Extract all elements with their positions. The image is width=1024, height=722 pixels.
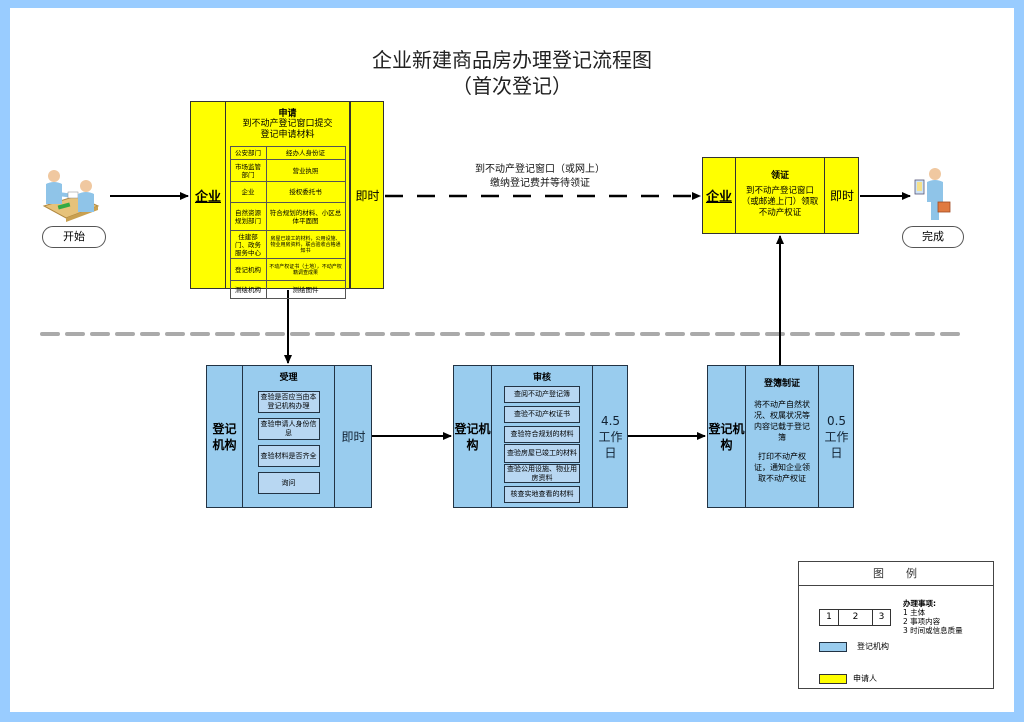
- review-task: 查验房屋已竣工的材料: [504, 444, 580, 463]
- material-item: 经办人身份证: [265, 146, 346, 160]
- accept-content-cell: 受理 查验是否应当由本登记机构办理 查验申请人身份信息 查验材料是否齐全 询问: [243, 366, 335, 507]
- material-source: 测绘机构: [229, 280, 267, 299]
- diagram-title: 企业新建商品房办理登记流程图: [372, 48, 652, 72]
- start-terminal: 开始: [42, 226, 106, 248]
- register-time-cell: 0.5工作日: [819, 366, 854, 507]
- material-source: 自然资源规划部门: [229, 202, 267, 231]
- materials-row: 市场监管部门营业执照: [229, 159, 346, 182]
- material-source: 公安部门: [229, 146, 267, 160]
- collect-actor: 企业: [705, 190, 732, 205]
- material-item: 房屋已竣工的材料，公用设施、物业用房资料，联合验收合格通知书: [265, 230, 346, 259]
- legend-cell-strip: 1 2 3: [819, 609, 891, 626]
- material-item: 符合规划的材料、小区总体平面图: [265, 202, 346, 231]
- review-task: 核查实地查看的材料: [504, 486, 580, 503]
- apply-desc-line1: 到不动产登记窗口提交: [242, 119, 333, 129]
- legend-items-title: 办理事项:: [903, 599, 936, 608]
- payment-note-line2: 缴纳登记费并等待领证: [490, 178, 590, 189]
- review-actor: 登记机构: [454, 421, 491, 452]
- accept-task: 查验是否应当由本登记机构办理: [257, 391, 320, 413]
- material-item: 营业执照: [265, 159, 346, 182]
- materials-row: 住建部门、政务服务中心房屋已竣工的材料，公用设施、物业用房资料，联合验收合格通知…: [229, 230, 346, 259]
- review-task: 查验不动产权证书: [504, 406, 580, 423]
- step-register: 登记机构 登簿制证 将不动产自然状况、权属状况等内容记载于登记簿 打印不动产权证…: [707, 365, 854, 508]
- legend-label-applicant: 申请人: [853, 674, 877, 683]
- collect-desc: 到不动产登记窗口（或邮递上门）领取不动产权证: [741, 186, 819, 218]
- review-content-cell: 审核 查阅不动产登记簿 查验不动产权证书 查验符合规划的材料 查验房屋已竣工的材…: [492, 366, 593, 507]
- material-source: 登记机构: [229, 258, 267, 281]
- material-source: 企业: [229, 181, 267, 203]
- apply-title: 申请: [278, 109, 297, 119]
- accept-time: 即时: [341, 429, 366, 444]
- legend-item: 3 时间或信息质量: [903, 626, 963, 635]
- apply-actor: 企业: [194, 189, 221, 205]
- collect-actor-cell: 企业: [703, 158, 736, 233]
- accept-task: 查验申请人身份信息: [257, 418, 320, 440]
- person-with-briefcase-icon: [914, 168, 951, 220]
- apply-content-cell: 申请 到不动产登记窗口提交 登记申请材料 公安部门经办人身份证 市场监管部门营业…: [226, 102, 350, 299]
- apply-desc-line2: 登记申请材料: [260, 130, 315, 140]
- material-source: 住建部门、政务服务中心: [229, 230, 267, 259]
- step-collect: 企业 领证 到不动产登记窗口（或邮递上门）领取不动产权证 即时: [702, 157, 859, 234]
- register-time: 0.5工作日: [824, 413, 849, 460]
- material-item: 不动产权证书（土地），不动产权籍调查成果: [265, 258, 346, 281]
- apply-time: 即时: [355, 188, 380, 203]
- step-review: 登记机构 审核 查阅不动产登记簿 查验不动产权证书 查验符合规划的材料 查验房屋…: [453, 365, 628, 508]
- legend-cell: 3: [878, 612, 885, 622]
- legend-label-agency: 登记机构: [857, 642, 889, 651]
- meeting-people-icon: [42, 170, 100, 222]
- materials-table: 公安部门经办人身份证 市场监管部门营业执照 企业授权委托书 自然资源规划部门符合…: [229, 146, 346, 299]
- register-content-cell: 登簿制证 将不动产自然状况、权属状况等内容记载于登记簿 打印不动产权证，通知企业…: [746, 366, 819, 507]
- legend-cell: 2: [839, 610, 873, 625]
- legend: 图例 1 2 3 办理事项: 1 主体 2 事项内容 3 时间或信息质量 登记机…: [798, 561, 994, 689]
- legend-items: 办理事项: 1 主体 2 事项内容 3 时间或信息质量: [903, 599, 963, 635]
- accept-task: 询问: [257, 472, 320, 494]
- legend-item: 2 事项内容: [903, 617, 941, 626]
- legend-cell: 1: [820, 610, 839, 625]
- material-item: 测绘图件: [265, 280, 346, 299]
- diagram-subtitle: （首次登记）: [452, 74, 572, 98]
- collect-content-cell: 领证 到不动产登记窗口（或邮递上门）领取不动产权证: [736, 158, 825, 233]
- legend-title: 图例: [799, 562, 993, 586]
- legend-item: 1 主体: [903, 608, 926, 617]
- accept-time-cell: 即时: [335, 366, 372, 507]
- finish-terminal: 完成: [902, 226, 964, 248]
- register-desc2: 打印不动产权证，通知企业领取不动产权证: [754, 452, 810, 483]
- review-task: 查验公用设施、物业用房资料: [504, 464, 580, 483]
- review-task: 查阅不动产登记簿: [504, 386, 580, 403]
- review-task: 查验符合规划的材料: [504, 426, 580, 443]
- material-item: 授权委托书: [265, 181, 346, 203]
- payment-note: 到不动产登记窗口（或网上） 缴纳登记费并等待领证: [430, 163, 650, 191]
- register-actor-cell: 登记机构: [708, 366, 746, 507]
- collect-time: 即时: [829, 189, 854, 203]
- collect-title: 领证: [770, 171, 789, 181]
- register-actor: 登记机构: [708, 421, 745, 452]
- register-title: 登簿制证: [763, 379, 800, 389]
- materials-row: 自然资源规划部门符合规划的材料、小区总体平面图: [229, 202, 346, 231]
- collect-time-cell: 即时: [825, 158, 859, 233]
- review-title: 审核: [532, 373, 551, 383]
- materials-row: 公安部门经办人身份证: [229, 146, 346, 160]
- apply-actor-cell: 企业: [191, 102, 226, 288]
- payment-note-line1: 到不动产登记窗口（或网上）: [475, 164, 605, 175]
- review-actor-cell: 登记机构: [454, 366, 492, 507]
- materials-row: 登记机构不动产权证书（土地），不动产权籍调查成果: [229, 258, 346, 281]
- accept-actor: 登记机构: [212, 421, 237, 452]
- materials-row: 测绘机构测绘图件: [229, 280, 346, 299]
- review-time-cell: 4.5工作日: [593, 366, 628, 507]
- accept-title: 受理: [279, 373, 298, 383]
- accept-task: 查验材料是否齐全: [257, 445, 320, 467]
- register-desc1: 将不动产自然状况、权属状况等内容记载于登记簿: [754, 400, 810, 442]
- apply-time-cell: 即时: [350, 102, 384, 288]
- accept-actor-cell: 登记机构: [207, 366, 243, 507]
- material-source: 市场监管部门: [229, 159, 267, 182]
- legend-swatch-agency: [819, 642, 847, 652]
- review-time: 4.5工作日: [598, 413, 623, 460]
- legend-swatch-applicant: [819, 674, 847, 684]
- materials-row: 企业授权委托书: [229, 181, 346, 203]
- step-accept: 登记机构 受理 查验是否应当由本登记机构办理 查验申请人身份信息 查验材料是否齐…: [206, 365, 372, 508]
- step-apply: 企业 申请 到不动产登记窗口提交 登记申请材料 公安部门经办人身份证 市场监管部…: [190, 101, 384, 299]
